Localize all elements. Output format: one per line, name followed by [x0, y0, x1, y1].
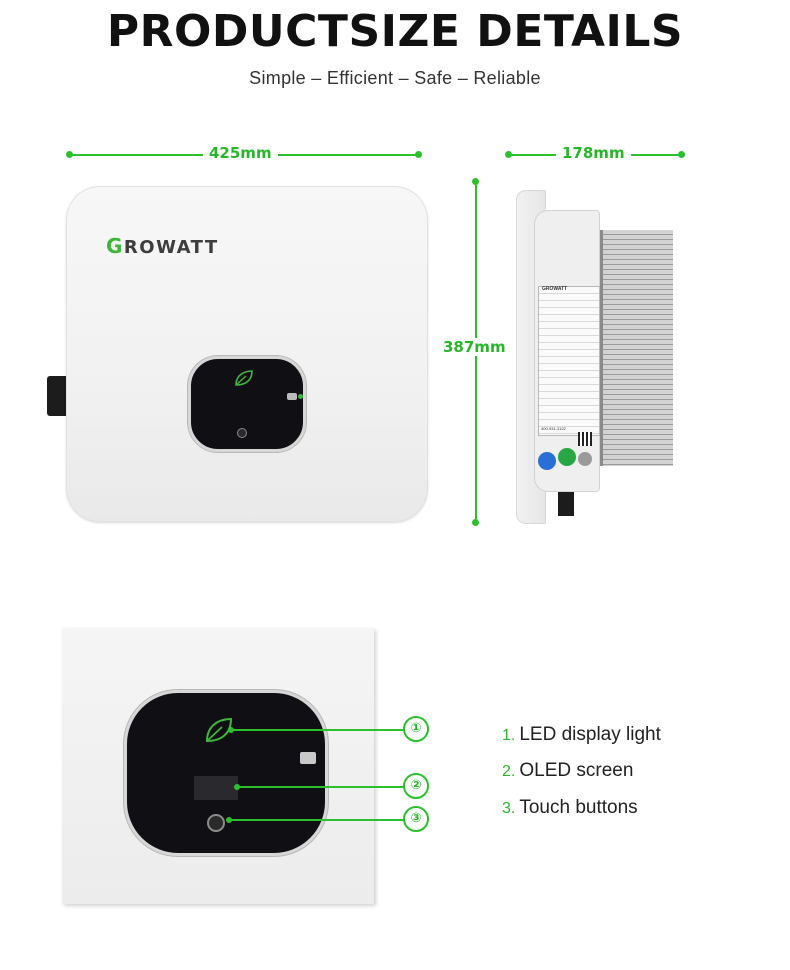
callout-dot-3 — [226, 817, 232, 823]
callout-dot-2 — [234, 784, 240, 790]
feature-label: Touch buttons — [519, 797, 638, 818]
callout-line-2 — [238, 786, 404, 788]
callout-marker-2: ② — [403, 773, 429, 799]
inverter-front-view — [66, 186, 428, 522]
dim-width-start-dot — [66, 151, 73, 158]
led-indicator-tab — [300, 752, 316, 764]
touch-button-icon — [237, 428, 247, 438]
feature-item-oled: 2.OLED screen — [502, 760, 633, 782]
oled-screen-area — [194, 776, 238, 800]
dim-height-label: 387mm — [437, 338, 512, 356]
side-bracket — [558, 492, 574, 516]
leaf-icon — [205, 717, 233, 743]
leaf-icon — [235, 370, 253, 386]
connector-blue — [538, 452, 556, 470]
callout-dot-1 — [228, 727, 234, 733]
heatsink-fins — [600, 230, 673, 466]
feature-num: 1. — [502, 727, 516, 744]
spec-label-sticker — [538, 286, 600, 436]
led-indicator-tab — [287, 393, 297, 400]
callout-line-3 — [230, 819, 404, 821]
dim-height-start-dot — [472, 178, 479, 185]
sticker-brand: GROWATT — [542, 286, 568, 292]
growatt-logo: GROWATT — [106, 234, 219, 258]
logo-text: ROWATT — [123, 237, 219, 258]
closeup-display-panel — [124, 690, 328, 856]
qr-code-icon — [578, 432, 592, 446]
dim-width-end-dot — [415, 151, 422, 158]
callout-marker-1: ① — [403, 716, 429, 742]
feature-item-touch: 3.Touch buttons — [502, 797, 638, 819]
dim-depth-end-dot — [678, 151, 685, 158]
touch-button-icon — [207, 814, 225, 832]
sticker-phone: 400-931-3122 — [541, 426, 566, 431]
connector-green — [558, 448, 576, 466]
logo-initial: G — [106, 234, 124, 258]
feature-num: 3. — [502, 800, 516, 817]
feature-item-led: 1.LED display light — [502, 724, 661, 746]
callout-line-1 — [232, 729, 404, 731]
dim-height-end-dot — [472, 519, 479, 526]
inverter-side-handle — [47, 376, 67, 416]
feature-label: OLED screen — [519, 760, 634, 781]
dim-depth-label: 178mm — [556, 144, 631, 162]
dim-depth-start-dot — [505, 151, 512, 158]
feature-num: 2. — [502, 763, 516, 780]
page-subtitle: Simple – Efficient – Safe – Reliable — [249, 68, 541, 88]
callout-marker-3: ③ — [403, 806, 429, 832]
dim-width-label: 425mm — [203, 144, 278, 162]
page-title: PRODUCTSIZE DETAILS — [106, 6, 684, 57]
led-green-dot — [298, 394, 303, 399]
connector-gray — [578, 452, 592, 466]
feature-label: LED display light — [519, 724, 661, 745]
